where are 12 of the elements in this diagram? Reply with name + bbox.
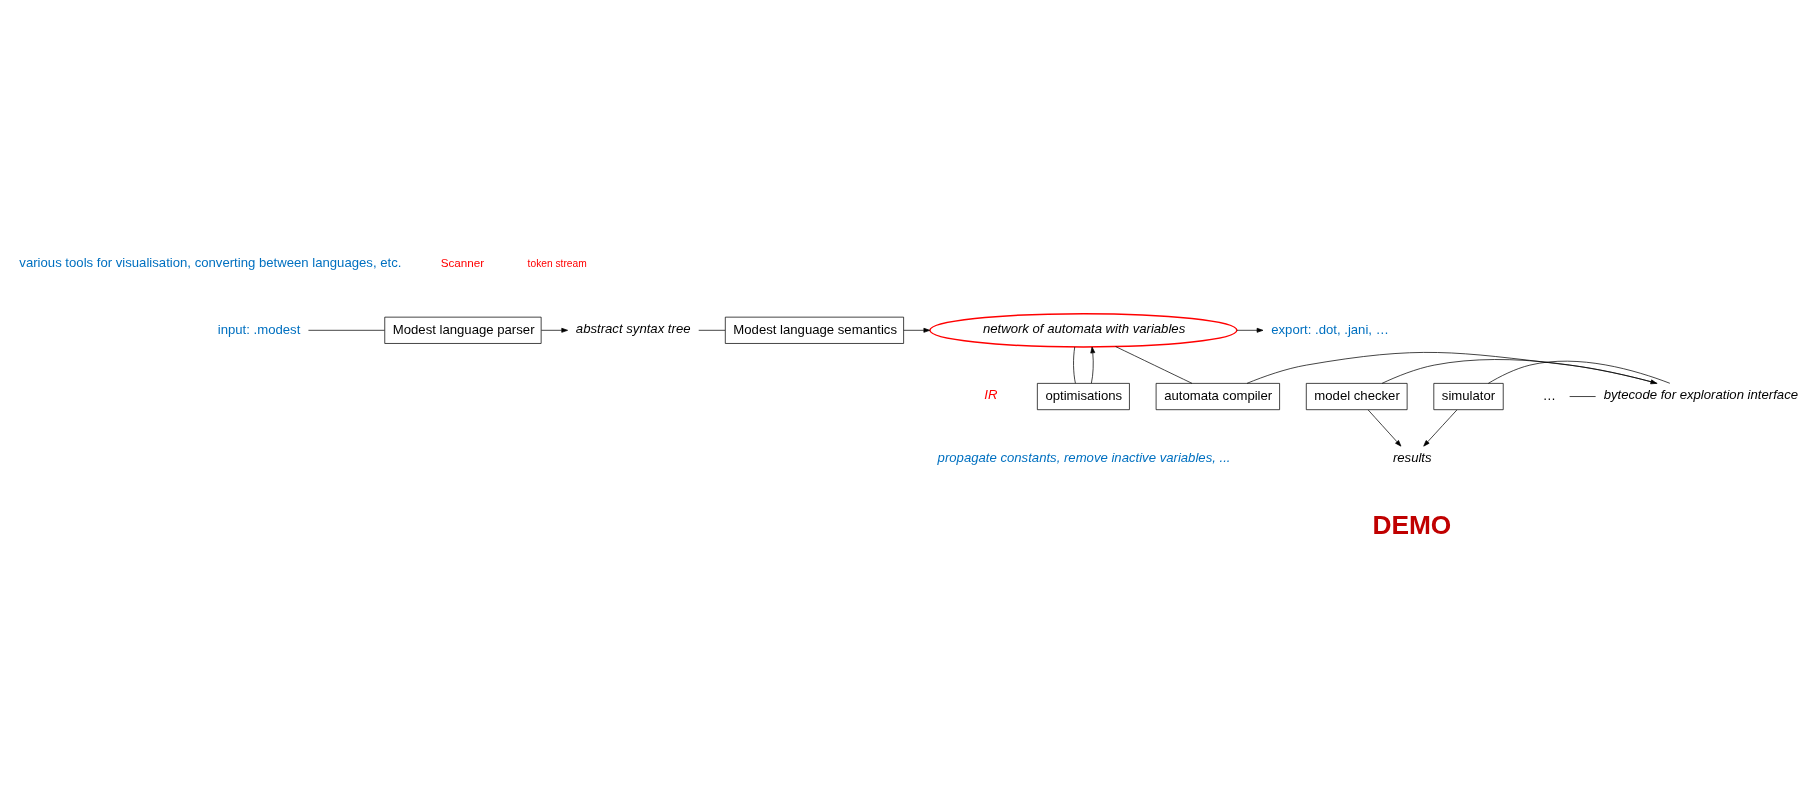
- node-label: IR: [984, 386, 998, 402]
- node-text: export: .dot, .jani, …: [1271, 321, 1389, 337]
- node-label: propagate constants, remove inactive variables, ...: [937, 449, 1231, 465]
- node-text: results: [1392, 449, 1432, 465]
- node-text: input: .modest: [217, 321, 301, 337]
- label: token stream: [527, 257, 587, 269]
- label: various tools for visualisation, converting between languages, etc.: [19, 254, 402, 270]
- label: DEMO: [1372, 509, 1452, 540]
- node-text: …: [1542, 387, 1556, 403]
- node-text: abstract syntax tree: [575, 320, 691, 336]
- node-text: bytecode for exploration interface: [1603, 386, 1799, 402]
- label: Scanner: [440, 255, 485, 269]
